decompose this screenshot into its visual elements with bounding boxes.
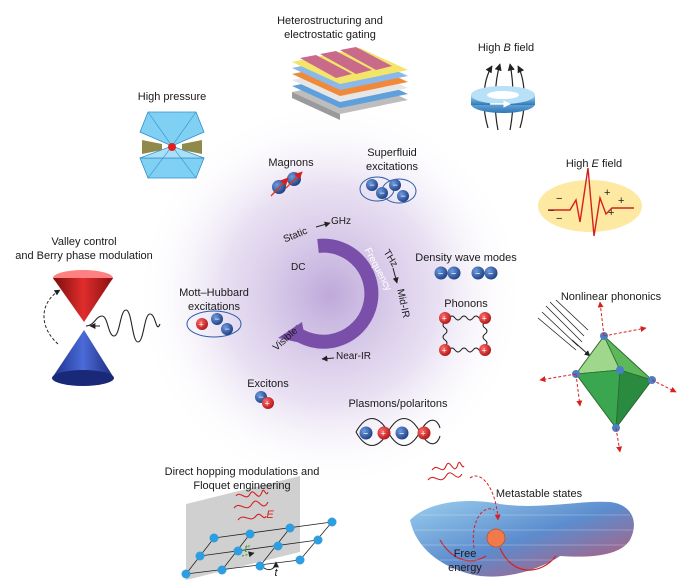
high-e-symbol: E — [591, 158, 599, 170]
mott-label: Mott–Hubbard excitations — [170, 286, 258, 314]
phonons-label: Phonons — [444, 298, 488, 310]
svg-text:+: + — [199, 320, 204, 330]
frequency-arc — [278, 238, 379, 349]
svg-text:−: − — [488, 269, 493, 279]
svg-text:−: − — [380, 188, 385, 198]
svg-text:−: − — [556, 213, 562, 225]
superfluid-icon: − − − − — [359, 176, 417, 204]
svg-text:+: + — [482, 346, 487, 356]
svg-text:+: + — [618, 195, 624, 207]
svg-text:−: − — [401, 191, 406, 201]
valley-label: Valley control and Berry phase modulatio… — [4, 235, 164, 263]
high-b-field-icon — [471, 63, 535, 131]
hopping-label-line2: Floquet engineering — [193, 480, 291, 492]
svg-text:−: − — [399, 429, 404, 439]
svg-text:+: + — [608, 207, 614, 219]
svg-text:−: − — [363, 429, 368, 439]
superfluid-label-line1: Superfluid — [367, 147, 417, 159]
hetero-label-line2: electrostatic gating — [284, 29, 376, 41]
high-pressure-label: High pressure — [137, 91, 207, 103]
svg-text:−: − — [451, 269, 456, 279]
svg-text:+: + — [442, 346, 447, 356]
phonons-icon: + + + + — [439, 312, 492, 356]
mott-label-line2: excitations — [188, 301, 240, 313]
hopping-label-line1: Direct hopping modulations and — [164, 466, 320, 478]
svg-text:−: − — [370, 180, 375, 190]
free-energy-line1: Free — [453, 548, 477, 560]
free-energy-label: Free energy — [440, 547, 490, 575]
plasmons-icon: − + − + — [355, 417, 441, 447]
free-energy-line2: energy — [448, 562, 482, 574]
high-b-prefix: High — [477, 42, 504, 54]
svg-text:−: − — [475, 269, 480, 279]
excitons-label: Excitons — [247, 378, 289, 390]
svg-text:−: − — [215, 314, 220, 324]
excitons-icon: − + — [255, 391, 274, 409]
svg-text:−: − — [259, 392, 264, 402]
svg-text:−: − — [556, 193, 562, 205]
high-b-suffix: field — [510, 42, 535, 54]
wheel-dc: DC — [291, 262, 306, 273]
hop-t-label: t — [274, 567, 278, 579]
central-glow — [135, 100, 525, 490]
high-b-label: High B field — [456, 41, 556, 55]
high-e-suffix: field — [598, 158, 623, 170]
magnons-icon — [270, 171, 303, 197]
nonlinear-label: Nonlinear phononics — [560, 291, 662, 303]
svg-text:+: + — [482, 314, 487, 324]
static-ghz-arrow — [315, 221, 331, 228]
svg-text:+: + — [442, 314, 447, 324]
svg-text:+: + — [265, 399, 270, 409]
hopping-label: Direct hopping modulations and Floquet e… — [152, 465, 332, 493]
metastable-label: Metastable states — [495, 488, 583, 500]
svg-text:+: + — [421, 429, 426, 439]
valley-cones-icon — [43, 270, 161, 386]
svg-text:+: + — [604, 187, 610, 199]
high-e-prefix: High — [565, 158, 592, 170]
wheel-near-ir: Near-IR — [336, 351, 372, 362]
mott-label-line1: Mott–Hubbard — [179, 287, 249, 299]
density-wave-icon: − − − − — [434, 266, 498, 280]
thz-midir-arrow — [392, 267, 399, 284]
heterostructure-icon — [292, 47, 408, 120]
hetero-label: Heterostructuring and electrostatic gati… — [250, 14, 410, 42]
high-e-label: High E field — [544, 157, 644, 171]
svg-text:−: − — [438, 269, 443, 279]
svg-text:−: − — [225, 324, 230, 334]
wheel-ghz: GHz — [331, 216, 351, 227]
superfluid-label: Superfluid excitations — [354, 146, 430, 174]
valley-label-line1: Valley control — [51, 236, 117, 248]
superfluid-label-line2: excitations — [366, 161, 418, 173]
floquet-lattice-icon — [181, 476, 337, 580]
magnons-label: Magnons — [268, 157, 314, 169]
energy-landscape-icon — [410, 461, 636, 577]
nonlinear-phononics-icon — [537, 299, 677, 453]
density-wave-label: Density wave modes — [415, 252, 517, 264]
plasmons-label: Plasmons/polaritons — [348, 398, 448, 410]
mott-hubbard-icon: + − − — [186, 310, 242, 338]
nearir-visible-arrow — [321, 355, 335, 362]
hop-t-prime-label: t′ — [244, 543, 250, 555]
hetero-label-line1: Heterostructuring and — [277, 15, 383, 27]
high-e-field-icon: − − − + + + — [538, 167, 642, 237]
diamond-anvil-icon — [139, 111, 205, 179]
field-e-label: E — [266, 509, 274, 521]
svg-text:+: + — [381, 429, 386, 439]
high-b-symbol: B — [503, 42, 511, 54]
valley-label-line2: and Berry phase modulation — [15, 250, 153, 262]
svg-text:−: − — [548, 205, 554, 217]
svg-text:−: − — [393, 180, 398, 190]
